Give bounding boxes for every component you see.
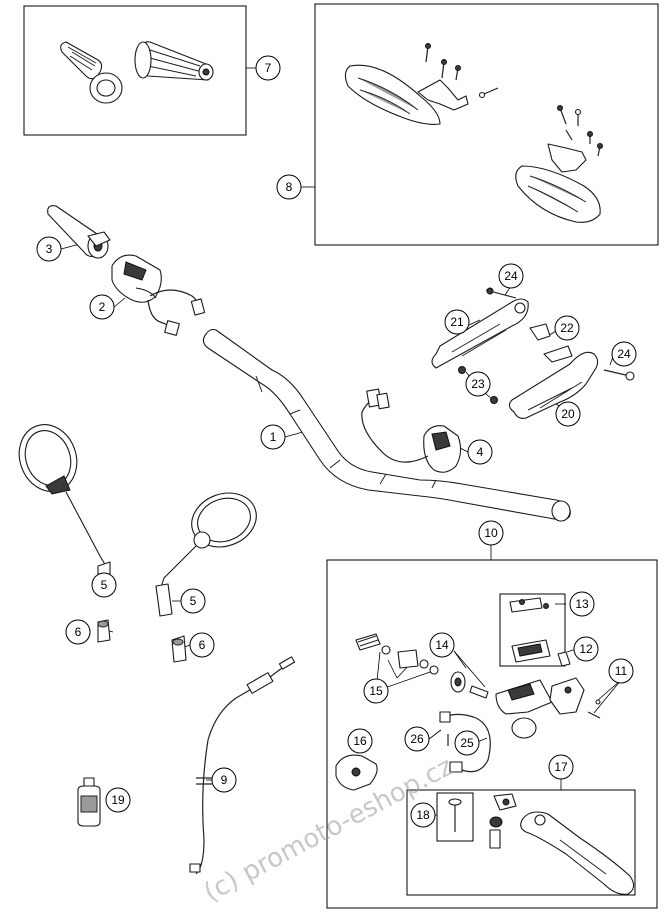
- svg-text:7: 7: [265, 61, 272, 75]
- callout-13: 13: [569, 591, 595, 617]
- handguard-kit-part: [344, 43, 603, 223]
- svg-text:1: 1: [270, 430, 277, 444]
- callout-3: 3: [36, 236, 62, 262]
- item-13-frame: [499, 593, 566, 667]
- clutch-lever-assembly-part: [431, 287, 635, 419]
- callout-14: 14: [429, 632, 455, 658]
- svg-text:6: 6: [199, 638, 206, 652]
- callout-9: 9: [211, 767, 237, 793]
- throttle-housing-part: [111, 254, 206, 336]
- callout-2: 2: [89, 294, 115, 320]
- callout-20: 20: [555, 401, 581, 427]
- callout-10: 10: [478, 520, 504, 546]
- callout-21: 21: [444, 309, 470, 335]
- svg-text:24: 24: [617, 347, 631, 361]
- svg-text:8: 8: [286, 180, 293, 194]
- svg-text:25: 25: [460, 736, 474, 750]
- watermark: (c) promoto-eshop.cz: [199, 752, 458, 909]
- svg-text:12: 12: [579, 642, 593, 656]
- svg-text:21: 21: [450, 315, 464, 329]
- svg-text:11: 11: [615, 664, 628, 678]
- svg-text:17: 17: [554, 760, 568, 774]
- brake-master-frame: [326, 559, 658, 909]
- brake-master-cylinder-part: [335, 597, 601, 791]
- callout-8: 8: [276, 174, 302, 200]
- callout-16: 16: [347, 728, 373, 754]
- callout-5-right: 5: [180, 588, 206, 614]
- mirror-left-part: [18, 424, 111, 643]
- svg-text:24: 24: [504, 269, 518, 283]
- svg-text:22: 22: [560, 321, 574, 335]
- callout-23: 23: [465, 371, 491, 397]
- svg-text:4: 4: [477, 445, 484, 459]
- handlebar-part: [202, 328, 571, 522]
- svg-text:20: 20: [561, 407, 575, 421]
- svg-text:10: 10: [484, 526, 498, 540]
- callout-6-left: 6: [65, 619, 91, 645]
- callout-1: 1: [260, 424, 286, 450]
- handguards-frame: [314, 3, 659, 246]
- lever-frame: [406, 789, 636, 896]
- svg-text:3: 3: [46, 242, 53, 256]
- callout-15: 15: [363, 678, 389, 704]
- callout-17: 17: [548, 754, 574, 780]
- svg-text:5: 5: [190, 594, 197, 608]
- grips-frame: [23, 5, 247, 136]
- brake-lever-part: [448, 793, 635, 895]
- callout-6-right: 6: [189, 632, 215, 658]
- svg-text:23: 23: [471, 377, 485, 391]
- callout-25: 25: [454, 730, 480, 756]
- svg-text:18: 18: [416, 808, 430, 822]
- svg-text:2: 2: [99, 300, 106, 314]
- mirror-right-part: [155, 492, 257, 663]
- svg-text:5: 5: [101, 578, 108, 592]
- callout-22: 22: [554, 315, 580, 341]
- callout-24-top: 24: [498, 263, 524, 289]
- callout-7: 7: [255, 55, 281, 81]
- callout-24-right: 24: [611, 341, 637, 367]
- callout-18: 18: [410, 802, 436, 828]
- svg-text:15: 15: [369, 684, 383, 698]
- svg-text:19: 19: [111, 793, 125, 807]
- svg-text:26: 26: [410, 732, 424, 746]
- switch-unit-part: [361, 388, 462, 473]
- svg-text:13: 13: [575, 597, 589, 611]
- svg-text:9: 9: [221, 773, 228, 787]
- cable-part: [189, 656, 296, 875]
- brake-fluid-bottle-part: [77, 777, 101, 827]
- callout-4: 4: [467, 439, 493, 465]
- callout-5-left: 5: [91, 572, 117, 598]
- callout-12: 12: [573, 636, 599, 662]
- callout-19: 19: [105, 787, 131, 813]
- callout-11: 11: [608, 658, 634, 684]
- svg-text:14: 14: [435, 638, 449, 652]
- svg-text:6: 6: [75, 625, 82, 639]
- throttle-grip-part: [47, 205, 111, 259]
- callout-26: 26: [404, 726, 430, 752]
- grip-set-part: [60, 41, 214, 104]
- item-18-frame: [436, 792, 474, 842]
- svg-text:16: 16: [353, 734, 367, 748]
